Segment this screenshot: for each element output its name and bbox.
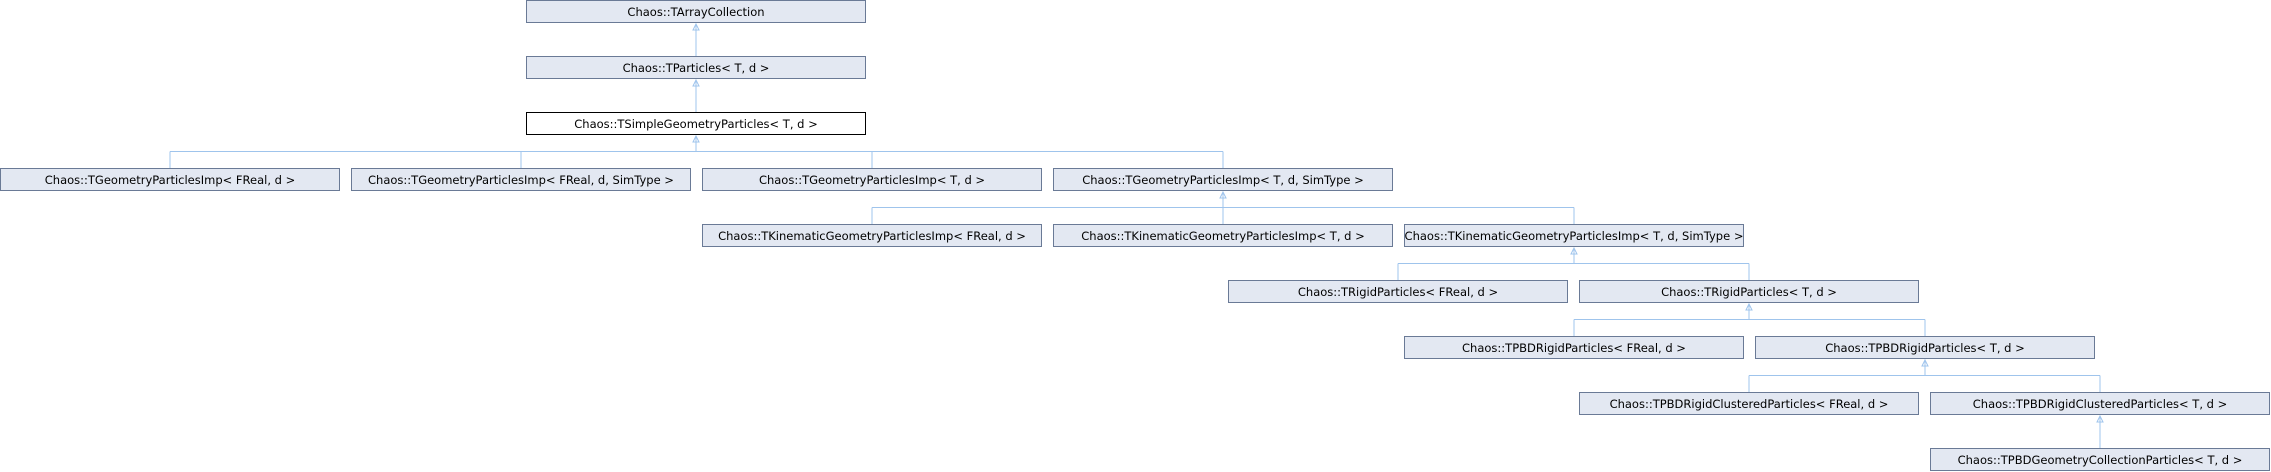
edge-arrowhead	[692, 134, 700, 143]
class-node-tsimplegeometryparticles[interactable]: Chaos::TSimpleGeometryParticles< T, d >	[526, 112, 866, 135]
edge-arrowhead	[1219, 190, 1227, 199]
class-node-tkinematicgeometryparticlesimp-t-d[interactable]: Chaos::TKinematicGeometryParticlesImp< T…	[1053, 224, 1393, 247]
class-node-tarraycollection[interactable]: Chaos::TArrayCollection	[526, 0, 866, 23]
edge-arrowhead	[692, 22, 700, 31]
class-node-tpbdgeometrycollectionparticles-t-d[interactable]: Chaos::TPBDGeometryCollectionParticles< …	[1930, 448, 2270, 471]
class-node-tpbdrigidclusteredparticles-freal-d[interactable]: Chaos::TPBDRigidClusteredParticles< FRea…	[1579, 392, 1919, 415]
class-node-tkinematicgeometryparticlesimp-freal-d[interactable]: Chaos::TKinematicGeometryParticlesImp< F…	[702, 224, 1042, 247]
class-node-trigidparticles-t-d[interactable]: Chaos::TRigidParticles< T, d >	[1579, 280, 1919, 303]
class-node-tkinematicgeometryparticlesimp-t-d-simtype[interactable]: Chaos::TKinematicGeometryParticlesImp< T…	[1404, 224, 1744, 247]
class-node-tpbdrigidclusteredparticles-t-d[interactable]: Chaos::TPBDRigidClusteredParticles< T, d…	[1930, 392, 2270, 415]
class-node-tpbdrigidparticles-freal-d[interactable]: Chaos::TPBDRigidParticles< FReal, d >	[1404, 336, 1744, 359]
edge-arrowhead	[692, 78, 700, 87]
edge-arrowhead	[2096, 414, 2104, 423]
class-node-tgeometryparticlesimp-freal-d[interactable]: Chaos::TGeometryParticlesImp< FReal, d >	[0, 168, 340, 191]
edge-arrowhead	[1745, 302, 1753, 311]
edge-arrowhead	[1570, 246, 1578, 255]
edge-arrowhead	[1921, 358, 1929, 367]
class-node-tgeometryparticlesimp-t-d[interactable]: Chaos::TGeometryParticlesImp< T, d >	[702, 168, 1042, 191]
class-node-trigidparticles-freal-d[interactable]: Chaos::TRigidParticles< FReal, d >	[1228, 280, 1568, 303]
class-node-tgeometryparticlesimp-freal-d-simtype[interactable]: Chaos::TGeometryParticlesImp< FReal, d, …	[351, 168, 691, 191]
class-node-tpbdrigidparticles-t-d[interactable]: Chaos::TPBDRigidParticles< T, d >	[1755, 336, 2095, 359]
class-node-tparticles[interactable]: Chaos::TParticles< T, d >	[526, 56, 866, 79]
class-node-tgeometryparticlesimp-t-d-simtype[interactable]: Chaos::TGeometryParticlesImp< T, d, SimT…	[1053, 168, 1393, 191]
